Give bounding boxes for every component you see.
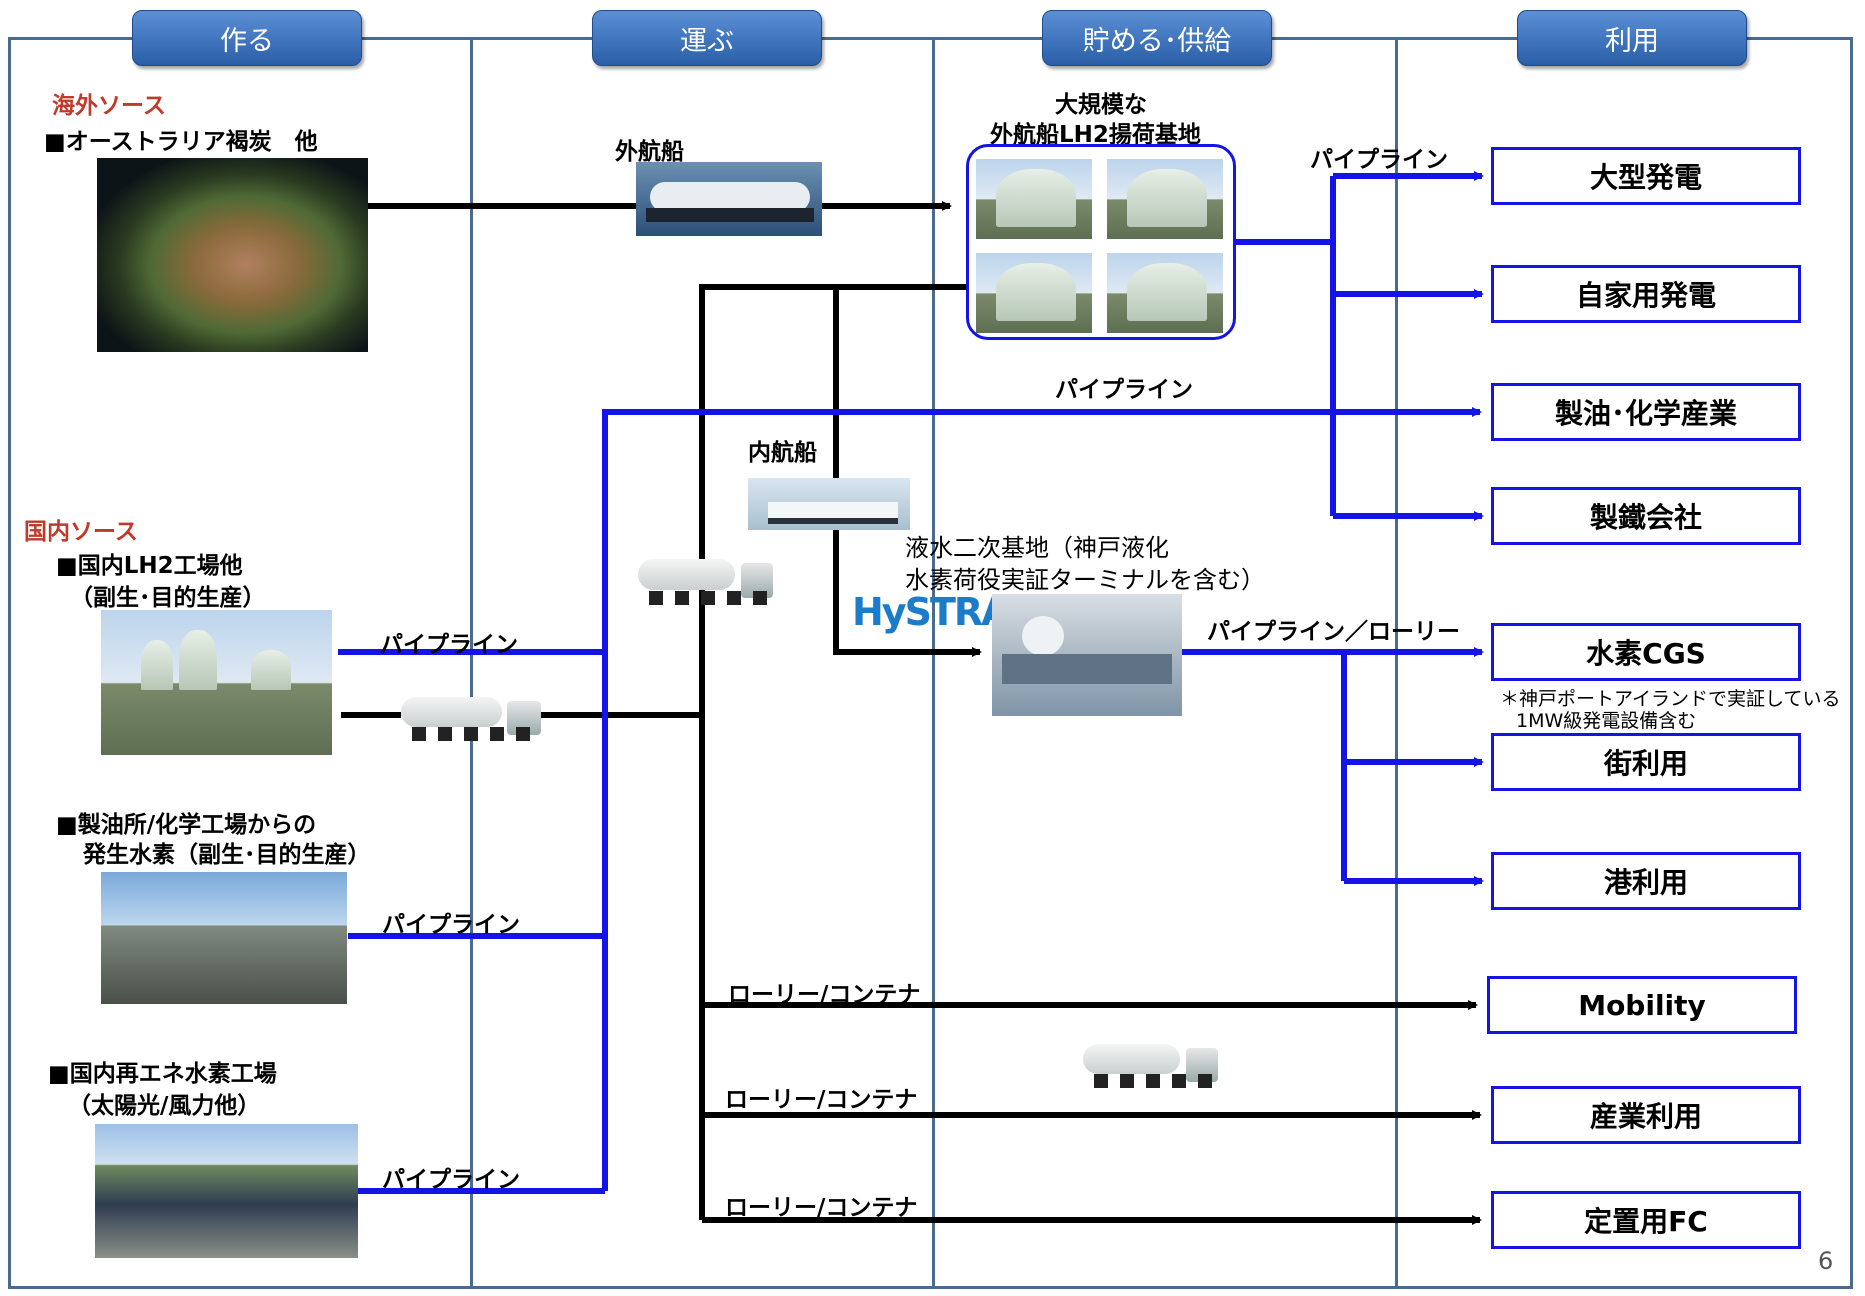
dest-refining-chemical: 製油･化学産業 [1491, 383, 1801, 441]
dest-steel: 製鐵会社 [1491, 487, 1801, 545]
cgs-footnote-2: 1MW級発電設備含む [1516, 710, 1697, 732]
lh2-terminal-group [966, 144, 1236, 340]
pipeline-to-refining [602, 407, 1482, 1191]
trunk-line [699, 284, 966, 1220]
overseas-source-item: ■オーストラリア褐炭 他 [44, 129, 318, 155]
lorry-container-label: ローリー/コンテナ [725, 1195, 918, 1221]
refinery-label: ■製油所/化学工場からの [56, 812, 317, 838]
dest-large-power: 大型発電 [1491, 147, 1801, 205]
tanker-truck-image [401, 693, 541, 741]
coastal-ship-line [833, 287, 982, 657]
lorry-container-label: ローリー/コンテナ [725, 1087, 918, 1113]
renewable-plant-image [95, 1124, 358, 1258]
lh2-tank-image [1107, 159, 1223, 239]
lh2-plant-image [101, 610, 332, 755]
refinery-image [101, 872, 347, 1004]
dest-city-use: 街利用 [1491, 733, 1801, 791]
tanker-truck-image [638, 555, 773, 605]
tanker-truck-image [1083, 1040, 1218, 1088]
australia-satellite-image [97, 158, 368, 352]
secondary-base-label: 液水二次基地（神戸液化 [905, 534, 1169, 562]
pipeline-label-refinery: パイプライン [382, 912, 520, 938]
column-divider [470, 37, 473, 1289]
lh2-tank-image [976, 253, 1092, 333]
coastal-ship-image [748, 478, 910, 530]
dest-port-use: 港利用 [1491, 852, 1801, 910]
header-use: 利用 [1517, 10, 1747, 66]
diagram-frame [8, 37, 1853, 1289]
dest-private-power: 自家用発電 [1491, 265, 1801, 323]
dest-mobility: Mobility [1487, 976, 1797, 1034]
pipeline-label-renewable: パイプライン [382, 1167, 520, 1193]
domestic-source-title: 国内ソース [24, 519, 138, 545]
ocean-ship-image [636, 162, 822, 236]
dest-stationary-fc: 定置用FC [1491, 1191, 1801, 1249]
coastal-ship-label: 内航船 [748, 440, 817, 466]
ocean-ship-label: 外航船 [615, 139, 684, 165]
dest-hydrogen-cgs: 水素CGS [1491, 623, 1801, 681]
dest-industrial-use: 産業利用 [1491, 1086, 1801, 1144]
column-divider [932, 37, 935, 1289]
secondary-base-image [992, 594, 1182, 716]
pipeline-label-refining: パイプライン [1055, 377, 1193, 403]
column-divider [1395, 37, 1398, 1289]
header-make: 作る [132, 10, 362, 66]
page-number: 6 [1818, 1247, 1834, 1275]
hub-title-line1: 大規模な [1055, 92, 1147, 118]
renewable-label: ■国内再エネ水素工場 [48, 1061, 277, 1087]
overseas-source-title: 海外ソース [52, 93, 166, 119]
domestic-lh2-sublabel: （副生･目的生産） [70, 585, 266, 611]
secondary-base-sublabel: 水素荷役実証ターミナルを含む） [905, 566, 1265, 594]
lorry-container-label: ローリー/コンテナ [728, 982, 921, 1008]
renewable-sublabel: （太陽光/風力他） [68, 1093, 261, 1119]
pipeline-label-hub: パイプライン [1310, 147, 1448, 173]
lh2-tank-image [976, 159, 1092, 239]
pipeline-label-lh2: パイプライン [380, 632, 518, 658]
refinery-sublabel: 発生水素（副生･目的生産） [83, 842, 371, 868]
domestic-lh2-label: ■国内LH2工場他 [56, 553, 243, 579]
hub-title-line2: 外航船LH2揚荷基地 [990, 122, 1201, 148]
cgs-footnote: ＊神戸ポートアイランドで実証している [1500, 688, 1841, 710]
lh2-tank-image [1107, 253, 1223, 333]
hystra-logo: HySTRA [852, 590, 1011, 634]
pipeline-lorry-label: パイプライン／ローリー [1207, 619, 1460, 645]
header-store-supply: 貯める･供給 [1042, 10, 1272, 66]
header-transport: 運ぶ [592, 10, 822, 66]
